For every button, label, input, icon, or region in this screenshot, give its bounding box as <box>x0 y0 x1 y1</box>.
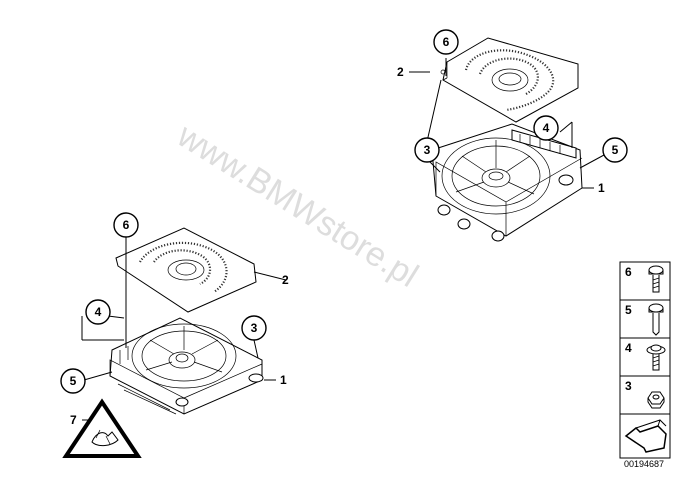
svg-text:5: 5 <box>625 303 632 317</box>
bolt-icon <box>648 303 664 336</box>
svg-text:3: 3 <box>625 379 632 393</box>
svg-text:4: 4 <box>543 121 550 135</box>
callout-top-6[interactable]: 6 <box>433 29 459 55</box>
label-top-2[interactable]: 2 <box>397 65 404 79</box>
legend-item-3[interactable]: 3 <box>619 375 671 415</box>
svg-text:6: 6 <box>625 265 632 279</box>
hex-nut-icon <box>647 391 665 409</box>
screw-icon <box>648 265 664 293</box>
svg-text:6: 6 <box>123 218 130 232</box>
warning-triangle-icon[interactable] <box>62 398 142 458</box>
collar-screw-icon <box>646 344 666 371</box>
label-top-1[interactable]: 1 <box>598 181 605 195</box>
svg-text:3: 3 <box>424 143 431 157</box>
callout-bottom-6[interactable]: 6 <box>113 212 139 238</box>
bottom-assembly <box>81 227 287 421</box>
callout-top-5[interactable]: 5 <box>602 137 628 163</box>
top-cover-plate[interactable] <box>440 37 579 123</box>
bottom-speaker-housing[interactable] <box>109 317 264 415</box>
svg-text:5: 5 <box>70 374 77 388</box>
label-bottom-2[interactable]: 2 <box>282 273 289 287</box>
callout-bottom-5[interactable]: 5 <box>60 368 86 394</box>
svg-text:3: 3 <box>251 321 258 335</box>
legend: 6 5 4 <box>619 261 671 459</box>
callout-bottom-3[interactable]: 3 <box>241 315 267 341</box>
top-speaker-housing[interactable] <box>431 123 583 242</box>
legend-item-4[interactable]: 4 <box>619 337 671 377</box>
label-bottom-1[interactable]: 1 <box>280 373 287 387</box>
label-bottom-7[interactable]: 7 <box>70 413 77 427</box>
arrow-icon[interactable] <box>619 413 671 459</box>
callout-top-3[interactable]: 3 <box>414 137 440 163</box>
diagram-id: 00194687 <box>624 459 665 469</box>
legend-item-5[interactable]: 5 <box>619 299 671 339</box>
svg-text:5: 5 <box>612 143 619 157</box>
top-assembly <box>409 37 605 242</box>
svg-text:6: 6 <box>443 35 450 49</box>
callout-bottom-4[interactable]: 4 <box>85 299 111 325</box>
svg-text:4: 4 <box>95 305 102 319</box>
svg-text:4: 4 <box>625 341 632 355</box>
callout-top-4[interactable]: 4 <box>533 115 559 141</box>
legend-item-6[interactable]: 6 <box>619 261 671 301</box>
bottom-cover-plate[interactable] <box>115 227 257 313</box>
